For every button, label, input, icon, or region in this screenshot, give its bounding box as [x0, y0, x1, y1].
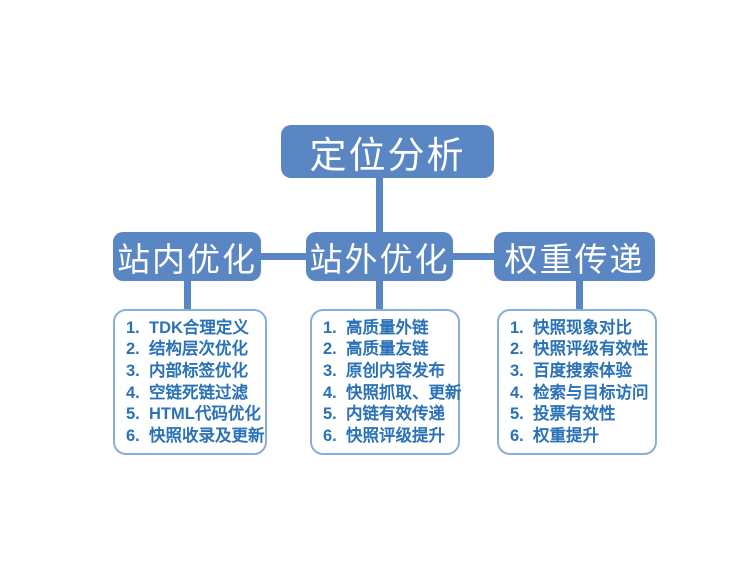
item-number: 3. [510, 361, 524, 380]
item-number: 2. [323, 340, 337, 359]
list-item: 1. 高质量外链 [323, 320, 454, 337]
item-text: 高质量友链 [346, 340, 429, 359]
list-item: 6. 快照收录及更新 [126, 426, 265, 445]
item-number: 5. [323, 405, 337, 424]
list-item: 3. 百度搜索体验 [510, 363, 651, 380]
branch-node-weight-transfer: 权重传递 [494, 232, 655, 281]
item-number: 4. [323, 383, 337, 402]
item-text: 百度搜索体验 [533, 361, 632, 380]
item-text: 投票有效性 [533, 405, 616, 424]
connector-root-to-offsite [376, 177, 383, 233]
branch-node-label: 站外优化 [309, 240, 450, 278]
item-number: 3. [126, 361, 140, 380]
item-text: HTML代码优化 [149, 405, 261, 424]
item-number: 1. [510, 318, 524, 337]
root-node-positioning-analysis: 定位分析 [281, 125, 494, 178]
branch-node-offsite-optimization: 站外优化 [306, 232, 453, 281]
detail-list-weight: 1. 快照现象对比 2. 快照评级有效性 3. 百度搜索体验 4. 检索与目标访问 5.… [497, 309, 657, 455]
list-item: 5. 内链有效传递 [323, 406, 454, 423]
list-item: 6. 快照评级提升 [323, 428, 454, 445]
item-number: 1. [126, 318, 140, 337]
item-number: 2. [126, 340, 140, 359]
list-item: 4. 快照抓取、更新 [323, 383, 462, 402]
list-item: 5. HTML代码优化 [126, 406, 261, 423]
item-number: 6. [510, 426, 524, 445]
list-item: 4. 检索与目标访问 [510, 385, 651, 402]
item-text: 内链有效传递 [346, 405, 445, 424]
item-text: 权重提升 [533, 426, 599, 445]
connector-offsite-to-weight [451, 253, 495, 260]
item-number: 3. [323, 361, 337, 380]
connector-offsite-to-list [376, 280, 383, 310]
item-number: 6. [126, 426, 140, 445]
branch-node-label: 站内优化 [117, 240, 257, 278]
item-number: 5. [510, 405, 524, 424]
branch-node-onsite-optimization: 站内优化 [113, 232, 261, 281]
item-text: TDK合理定义 [149, 318, 249, 337]
detail-list-offsite: 1. 高质量外链 2. 高质量友链 3. 原创内容发布 4. 快照抓取、更新 5. 内链有… [310, 309, 462, 455]
branch-node-label: 权重传递 [504, 240, 645, 278]
list-item: 3. 原创内容发布 [323, 363, 454, 380]
item-text: 快照收录及更新 [149, 426, 265, 445]
item-text: 快照评级有效性 [533, 340, 649, 359]
item-text: 快照现象对比 [533, 318, 632, 337]
item-text: 空链死链过滤 [149, 383, 248, 402]
item-text: 内部标签优化 [149, 361, 248, 380]
item-text: 快照抓取、更新 [346, 383, 462, 402]
item-number: 6. [323, 426, 337, 445]
list-item: 1. TDK合理定义 [126, 320, 261, 337]
list-item: 4. 空链死链过滤 [126, 385, 261, 402]
item-number: 1. [323, 318, 337, 337]
connector-onsite-to-offsite [259, 253, 307, 260]
list-item: 5. 投票有效性 [510, 406, 651, 423]
connector-weight-to-list [576, 280, 583, 310]
list-item: 6. 权重提升 [510, 428, 651, 445]
root-node-label: 定位分析 [309, 134, 466, 176]
item-number: 2. [510, 340, 524, 359]
item-text: 高质量外链 [346, 318, 429, 337]
item-text: 检索与目标访问 [533, 383, 649, 402]
item-number: 4. [126, 383, 140, 402]
item-number: 4. [510, 383, 524, 402]
item-text: 结构层次优化 [149, 340, 248, 359]
detail-list-onsite: 1. TDK合理定义 2. 结构层次优化 3. 内部标签优化 4. 空链死链过滤 5. H… [113, 309, 267, 455]
list-item: 3. 内部标签优化 [126, 363, 261, 380]
list-item: 2. 高质量友链 [323, 341, 454, 358]
list-item: 2. 快照评级有效性 [510, 341, 651, 358]
list-item: 1. 快照现象对比 [510, 320, 651, 337]
item-text: 原创内容发布 [346, 361, 445, 380]
item-number: 5. [126, 405, 140, 424]
list-item: 2. 结构层次优化 [126, 341, 261, 358]
item-text: 快照评级提升 [346, 426, 445, 445]
connector-onsite-to-list [184, 280, 191, 310]
